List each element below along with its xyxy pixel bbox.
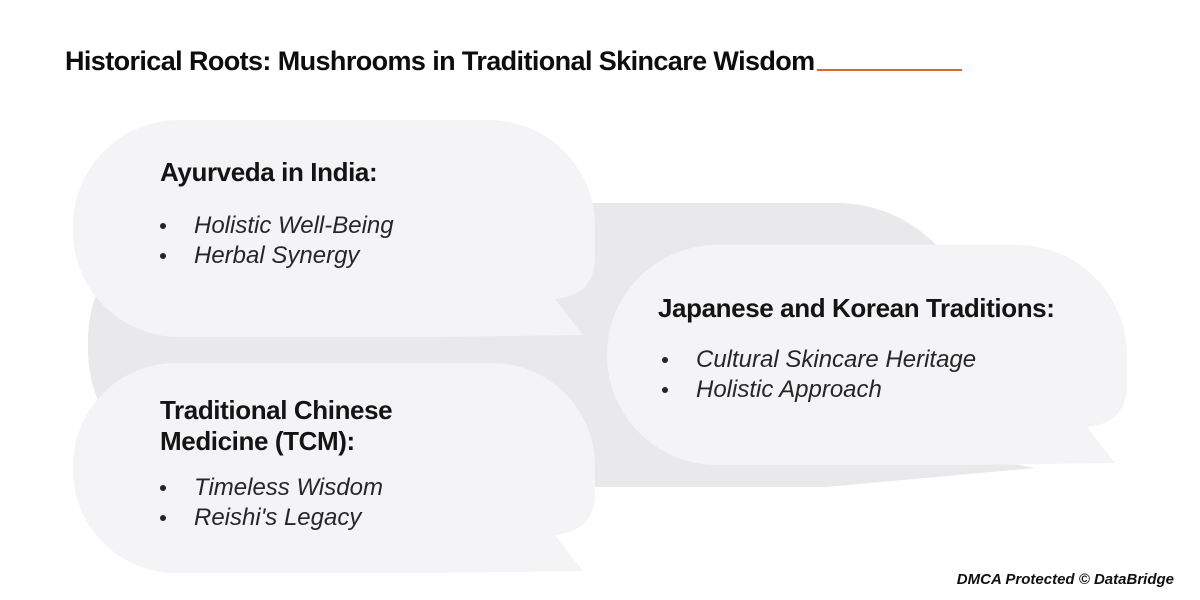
- bullet-text: Holistic Well-Being: [194, 212, 394, 239]
- speech-bubble-ayurveda: [73, 120, 595, 337]
- bubble-heading-ayurveda: Ayurveda in India:: [160, 157, 378, 187]
- bullet-text: Herbal Synergy: [194, 242, 360, 269]
- bullet-text: Cultural Skincare Heritage: [696, 346, 977, 373]
- bubble-heading-tcm: Traditional Chinese Medicine (TCM):: [160, 395, 393, 456]
- speech-bubble-tcm: [73, 363, 595, 573]
- bullet-list-japan-korea: Cultural Skincare Heritage Holistic Appr…: [662, 345, 976, 405]
- bullet-text: Holistic Approach: [696, 376, 882, 403]
- bullet-dot-icon: [160, 253, 166, 259]
- title-row: Historical Roots: Mushrooms in Tradition…: [65, 46, 962, 76]
- speech-bubble-japan-korea: [607, 245, 1127, 465]
- bullet-dot-icon: [662, 387, 668, 393]
- list-item: Holistic Approach: [662, 375, 976, 405]
- list-item: Timeless Wisdom: [160, 473, 383, 503]
- bullet-dot-icon: [160, 485, 166, 491]
- list-item: Cultural Skincare Heritage: [662, 345, 976, 375]
- bullet-text: Reishi's Legacy: [194, 504, 362, 531]
- bullet-dot-icon: [160, 223, 166, 229]
- bullet-list-tcm: Timeless Wisdom Reishi's Legacy: [160, 473, 383, 533]
- bubble-heading-japan-korea: Japanese and Korean Traditions:: [658, 293, 1055, 323]
- dmca-watermark: DMCA Protected © DataBridge: [956, 571, 1174, 588]
- bullet-dot-icon: [160, 515, 166, 521]
- list-item: Reishi's Legacy: [160, 503, 383, 533]
- bullet-dot-icon: [662, 357, 668, 363]
- title-underline-accent: [816, 69, 962, 71]
- list-item: Holistic Well-Being: [160, 211, 394, 241]
- list-item: Herbal Synergy: [160, 241, 394, 271]
- bullet-text: Timeless Wisdom: [194, 474, 383, 501]
- page-title: Historical Roots: Mushrooms in Tradition…: [65, 46, 815, 76]
- bullet-list-ayurveda: Holistic Well-Being Herbal Synergy: [160, 211, 394, 271]
